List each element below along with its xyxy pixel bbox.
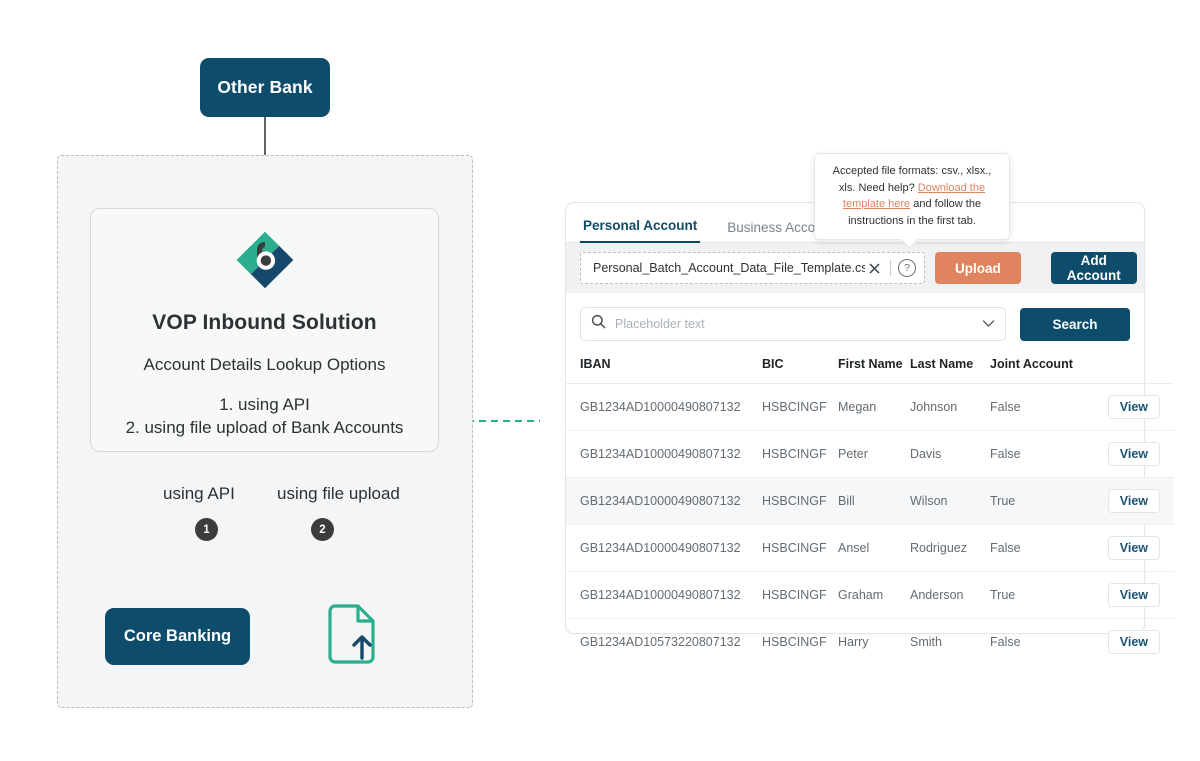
- cell-actions: View: [1094, 619, 1174, 666]
- cell-joint-account: False: [990, 430, 1094, 478]
- cell-joint-account: False: [990, 383, 1094, 431]
- cell-bic: HSBCINGF: [762, 477, 838, 525]
- tooltip-line-2-prefix: Need help?: [858, 181, 918, 194]
- view-button[interactable]: View: [1107, 395, 1160, 419]
- cell-last-name: Wilson: [910, 477, 990, 525]
- file-upload-icon: [318, 602, 384, 668]
- file-format-tooltip: Accepted file formats: csv., xlsx., xls.…: [814, 153, 1010, 240]
- search-toolbar: Placeholder text Search: [566, 293, 1144, 351]
- cell-actions: View: [1094, 383, 1174, 431]
- cell-first-name: Peter: [838, 430, 910, 478]
- cell-iban: GB1234AD10000490807132: [566, 383, 762, 431]
- tab-business-account[interactable]: Business Account: [727, 220, 834, 235]
- vop-inbound-solution-node: VOP Inbound Solution Account Details Loo…: [90, 208, 439, 452]
- vop-title: VOP Inbound Solution: [152, 311, 377, 334]
- cell-last-name: Anderson: [910, 571, 990, 619]
- cell-actions: View: [1094, 477, 1174, 525]
- view-button[interactable]: View: [1107, 536, 1160, 560]
- step-badge-2: 2: [311, 518, 334, 541]
- brand-logo-icon: [234, 229, 296, 291]
- accounts-panel: Personal Account Business Account Person…: [565, 153, 1174, 654]
- column-header-iban: IBAN: [566, 351, 762, 384]
- table-head: IBAN BIC First Name Last Name Joint Acco…: [566, 351, 1174, 384]
- step-badge-1: 1: [195, 518, 218, 541]
- cell-last-name: Davis: [910, 430, 990, 478]
- cell-first-name: Graham: [838, 571, 910, 619]
- other-bank-label: Other Bank: [217, 77, 313, 97]
- cell-iban: GB1234AD10000490807132: [566, 477, 762, 525]
- core-banking-label: Core Banking: [123, 627, 232, 645]
- cell-bic: HSBCINGF: [762, 635, 827, 649]
- tooltip-line-1: Accepted file formats: csv., xlsx., xls.: [832, 165, 992, 194]
- search-placeholder-text: Placeholder text: [615, 317, 705, 331]
- view-button[interactable]: View: [1107, 583, 1160, 607]
- cell-last-name: Johnson: [910, 383, 990, 431]
- upload-button[interactable]: Upload: [935, 252, 1021, 284]
- view-button[interactable]: View: [1107, 442, 1160, 466]
- cell-first-name: Ansel: [838, 524, 910, 572]
- selected-file-name: Personal_Batch_Account_Data_File_Templat…: [593, 261, 865, 275]
- cell-iban: GB1234AD10000490807132: [566, 524, 762, 572]
- branch-label-api: using API: [163, 484, 235, 503]
- other-bank-node: Other Bank: [200, 58, 330, 117]
- cell-first-name: Harry: [838, 635, 869, 649]
- tooltip-line-2-suffix: and follow the instructions in the first…: [848, 198, 982, 227]
- cell-actions: View: [1094, 430, 1174, 478]
- column-header-first-name: First Name: [838, 351, 910, 384]
- vop-options-list: 1. using API 2. using file upload of Ban…: [126, 393, 404, 439]
- accounts-table: IBAN BIC First Name Last Name Joint Acco…: [566, 351, 1174, 665]
- cell-bic: HSBCINGF: [762, 383, 838, 431]
- vop-subtitle: Account Details Lookup Options: [143, 355, 386, 374]
- help-circle-icon[interactable]: ?: [898, 259, 916, 277]
- vop-option-2: 2. using file upload of Bank Accounts: [125, 418, 404, 437]
- view-button[interactable]: View: [1107, 489, 1160, 513]
- cell-joint-account: False: [990, 635, 1021, 649]
- search-input[interactable]: Placeholder text: [580, 307, 1006, 341]
- chevron-down-icon[interactable]: [982, 315, 995, 333]
- core-banking-node: Core Banking: [105, 608, 250, 665]
- cell-iban: GB1234AD10000490807132: [566, 430, 762, 478]
- cell-iban: GB1234AD10573220807132: [580, 635, 741, 649]
- cell-joint-account: False: [990, 524, 1094, 572]
- column-header-bic: BIC: [762, 351, 838, 384]
- file-input-field[interactable]: Personal_Batch_Account_Data_File_Templat…: [580, 252, 925, 284]
- search-icon: [591, 314, 606, 334]
- file-upload-toolbar: Personal_Batch_Account_Data_File_Templat…: [566, 153, 1144, 293]
- view-button[interactable]: View: [1107, 630, 1160, 654]
- cell-bic: HSBCINGF: [762, 430, 838, 478]
- close-icon[interactable]: [865, 259, 883, 277]
- download-template-link[interactable]: Download the template here: [842, 181, 986, 211]
- cell-actions: View: [1094, 524, 1174, 572]
- cell-last-name: Rodriguez: [910, 524, 990, 572]
- column-header-joint-account: Joint Account: [990, 351, 1094, 384]
- column-header-actions: [1094, 351, 1174, 384]
- cell-bic: HSBCINGF: [762, 524, 838, 572]
- cell-joint-account: True: [990, 571, 1094, 619]
- field-divider: [890, 260, 891, 276]
- column-header-last-name: Last Name: [910, 351, 990, 384]
- cell-iban: GB1234AD10000490807132: [566, 571, 762, 619]
- cell-actions: View: [1094, 571, 1174, 619]
- cell-joint-account: True: [990, 477, 1094, 525]
- branch-label-file-upload: using file upload: [277, 484, 400, 503]
- cell-last-name: Smith: [910, 635, 942, 649]
- add-account-button[interactable]: Add Account: [1050, 252, 1137, 284]
- table-row[interactable]: GB1234AD10573220807132 HSBCINGF Harry Smith…: [566, 619, 1174, 666]
- cell-first-name: Megan: [838, 383, 910, 431]
- cell-first-name: Bill: [838, 477, 910, 525]
- vop-option-1: 1. using API: [219, 395, 310, 414]
- table-header-row: IBAN BIC First Name Last Name Joint Acco…: [566, 351, 1174, 384]
- cell-bic: HSBCINGF: [762, 571, 838, 619]
- account-type-tabbar: Personal Account Business Account: [566, 203, 1144, 243]
- tab-personal-account[interactable]: Personal Account: [580, 218, 701, 243]
- architecture-diagram: Other Bank VOP Inbound Solution Account …: [0, 0, 540, 761]
- search-button[interactable]: Search: [1020, 307, 1130, 341]
